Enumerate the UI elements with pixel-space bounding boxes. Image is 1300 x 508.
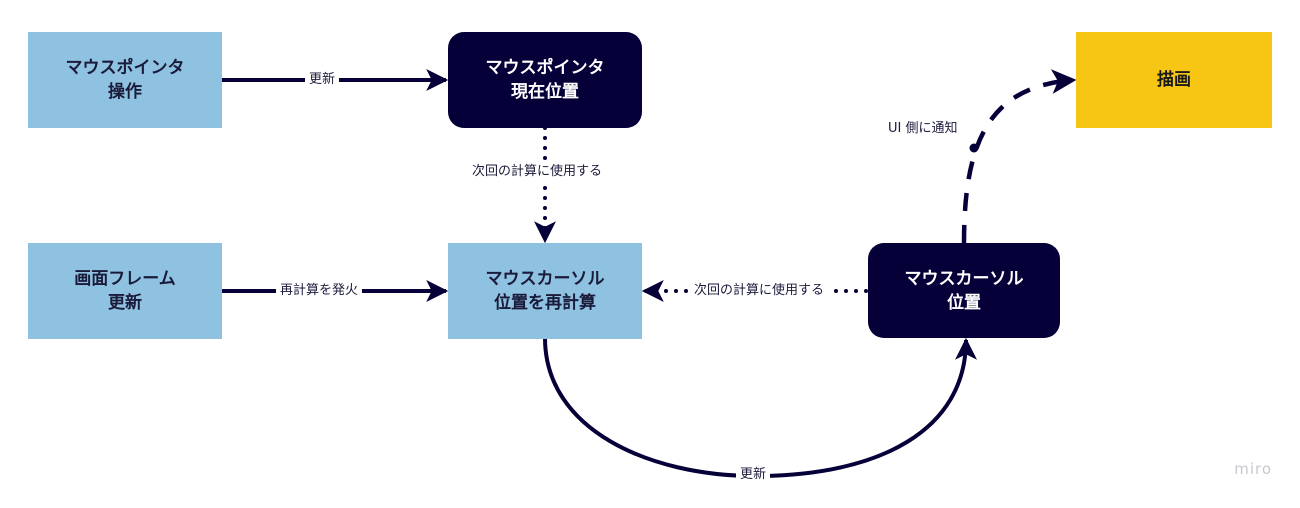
- edge-label-notify-ui: UI 側に通知: [888, 121, 958, 136]
- edge-label-update-cursor: 更新: [736, 467, 771, 483]
- edge-notify-ui[interactable]: [961, 69, 1077, 244]
- node-mouse-cursor-position[interactable]: マウスカーソル 位置: [868, 243, 1060, 338]
- edge-label-trigger-recalc: 再計算を発火: [276, 283, 363, 299]
- edge-label-use-next-calc-horizontal: 次回の計算に使用する: [690, 283, 829, 299]
- miro-watermark: miro: [1234, 460, 1272, 478]
- node-mouse-pointer-current-position[interactable]: マウスポインタ 現在位置: [448, 32, 642, 128]
- edge-label-use-next-calc-vertical: 次回の計算に使用する: [468, 164, 607, 180]
- edge-update-cursor[interactable]: [543, 337, 977, 479]
- node-screen-frame-update[interactable]: 画面フレーム 更新: [28, 243, 222, 339]
- edge-waypoint-dot: [969, 143, 979, 153]
- node-recalculate-mouse-cursor-position[interactable]: マウスカーソル 位置を再計算: [448, 243, 642, 339]
- node-render[interactable]: 描画: [1076, 32, 1272, 128]
- edge-label-update-pointer: 更新: [305, 72, 340, 88]
- node-mouse-pointer-operation[interactable]: マウスポインタ 操作: [28, 32, 222, 128]
